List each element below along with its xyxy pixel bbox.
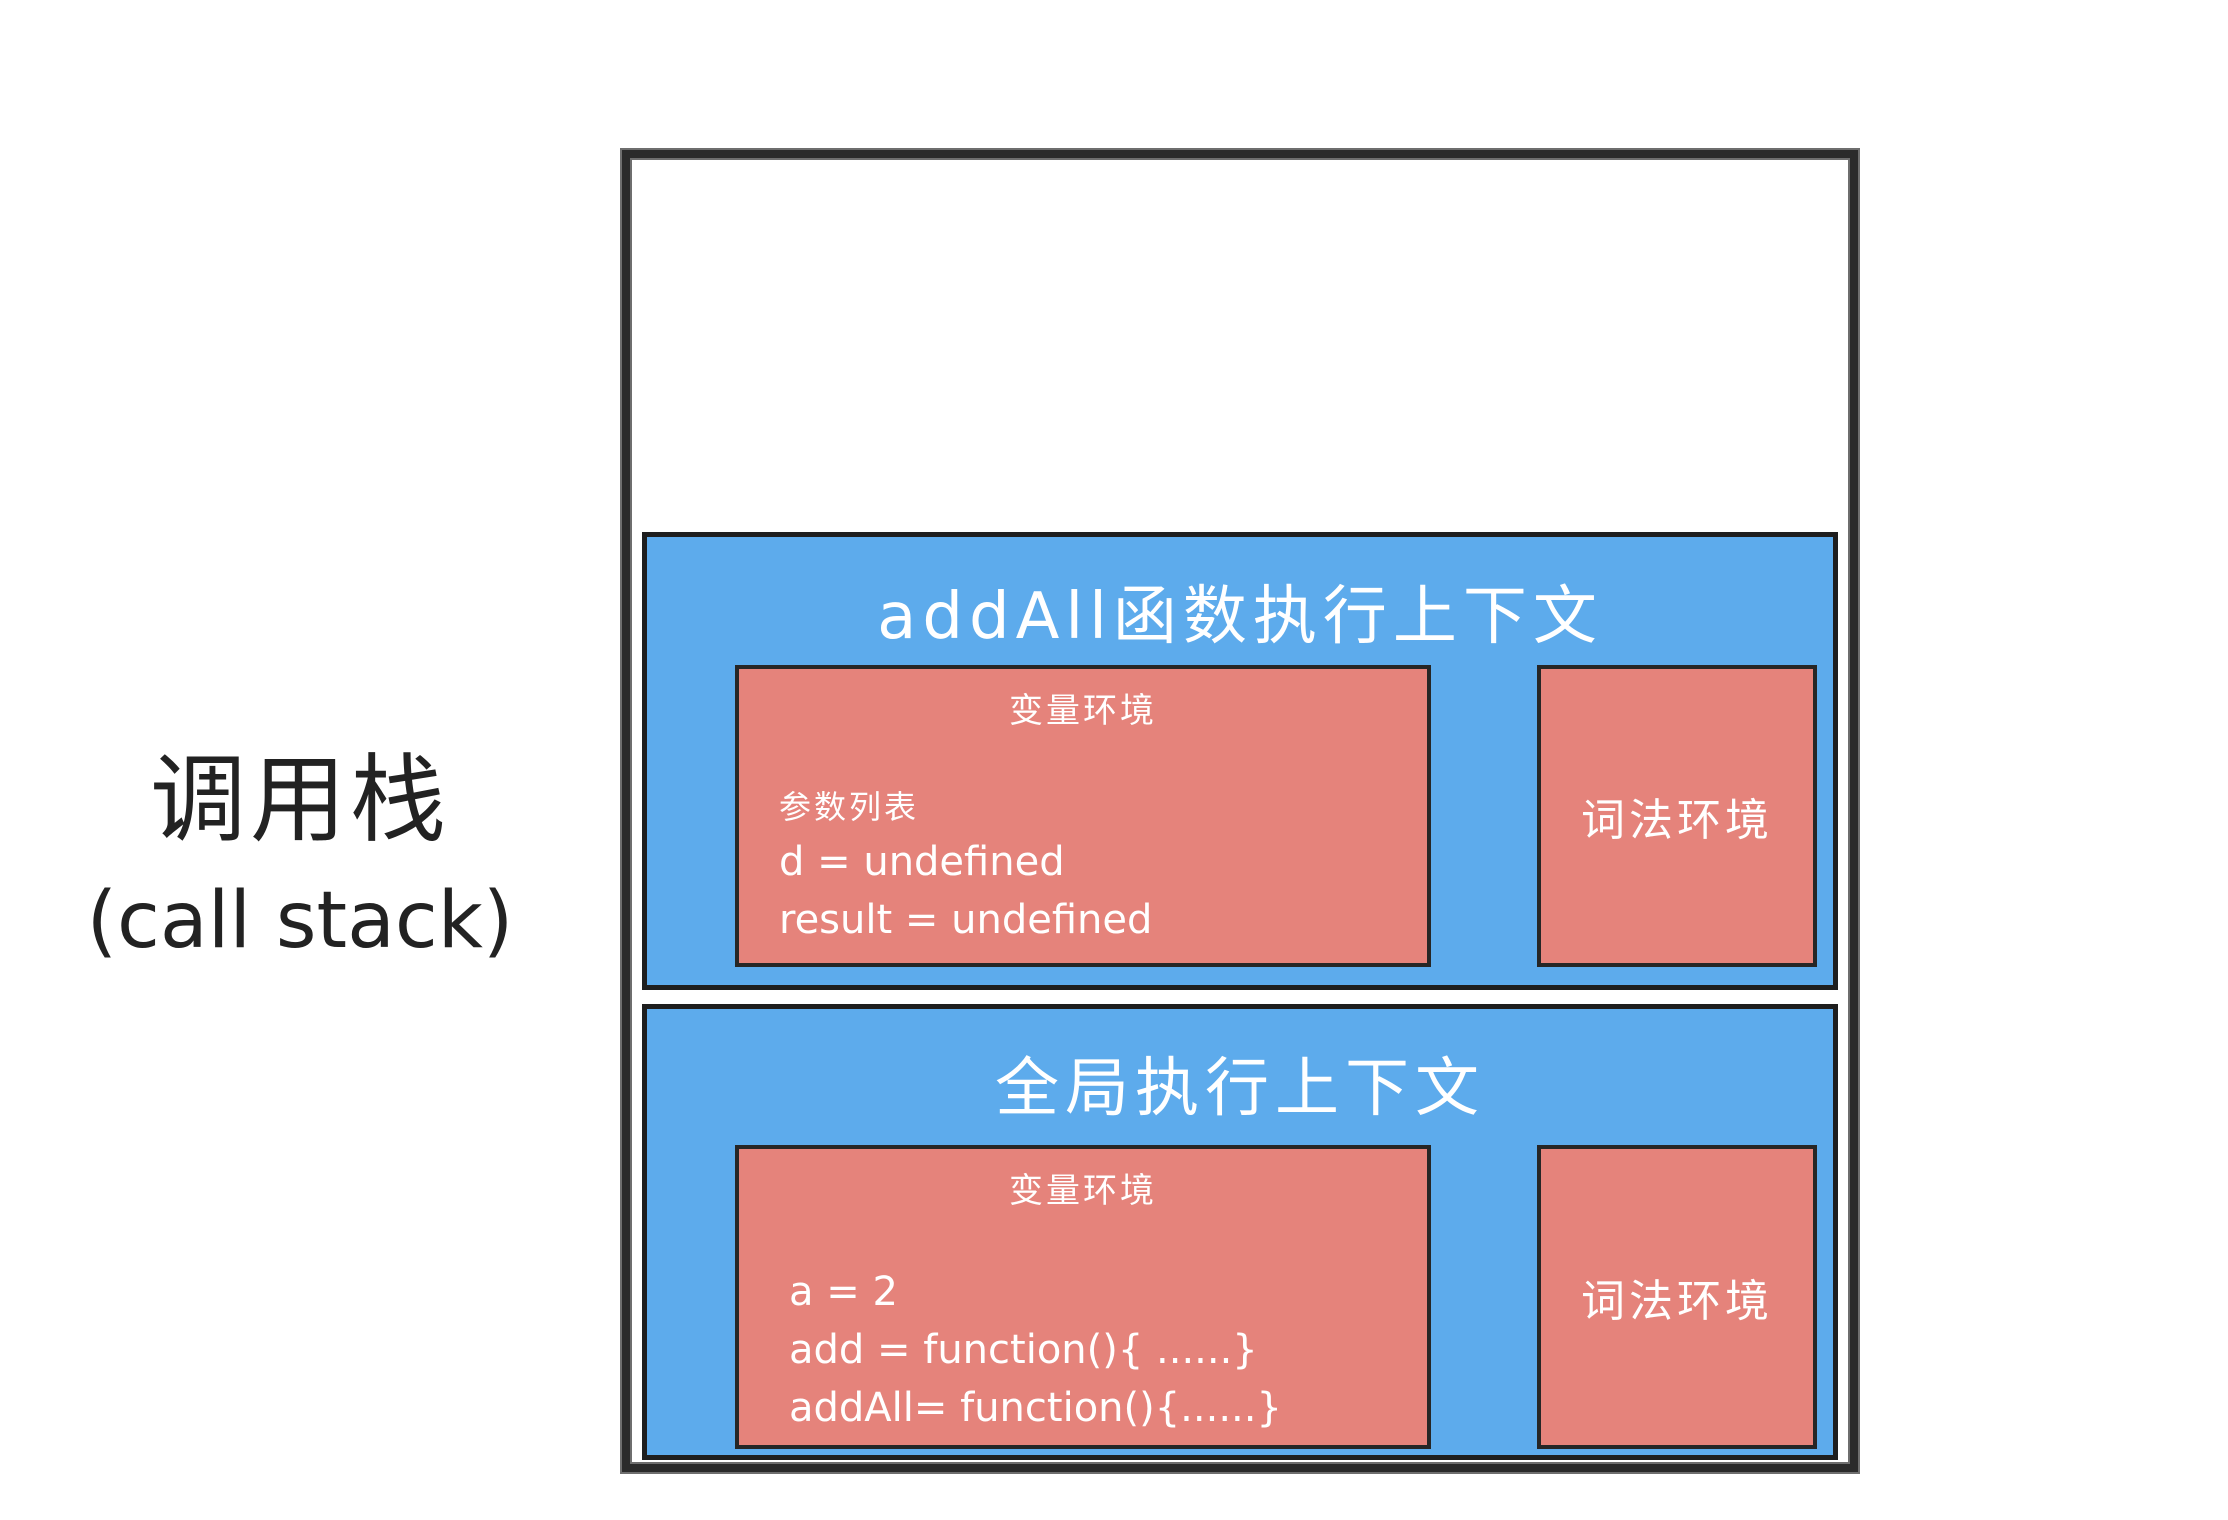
lexical-environment: 词法环境 (1537, 665, 1817, 967)
variable-line: add = function(){ ......} (789, 1327, 1258, 1373)
context-title: addAll函数执行上下文 (877, 580, 1603, 654)
variable-line: result = undefined (779, 897, 1153, 943)
lexical-environment-title: 词法环境 (1581, 795, 1773, 846)
call-stack-label-en: (call stack) (86, 876, 514, 966)
variable-environment-title: 变量环境 (1009, 1171, 1157, 1211)
variable-environment: 变量环境 参数列表 d = undefined result = undefin… (735, 665, 1431, 967)
variable-environment-contents: 参数列表 d = undefined result = undefined (779, 781, 1407, 949)
lexical-environment: 词法环境 (1537, 1145, 1817, 1449)
variable-environment-contents: a = 2 add = function(){ ......} addAll= … (789, 1263, 1407, 1437)
variable-line: addAll= function(){......} (789, 1385, 1282, 1431)
call-stack-label-zh: 调用栈 (150, 744, 450, 856)
lexical-environment-title: 词法环境 (1581, 1276, 1773, 1327)
parameter-list-label: 参数列表 (779, 788, 920, 826)
variable-line: a = 2 (789, 1269, 898, 1315)
variable-environment: 变量环境 a = 2 add = function(){ ......} add… (735, 1145, 1431, 1449)
addall-execution-context: addAll函数执行上下文 变量环境 参数列表 d = undefined re… (642, 532, 1838, 990)
variable-environment-title: 变量环境 (1009, 691, 1157, 731)
variable-line: d = undefined (779, 839, 1065, 885)
global-execution-context: 全局执行上下文 变量环境 a = 2 add = function(){ ...… (642, 1004, 1838, 1460)
context-title: 全局执行上下文 (995, 1052, 1485, 1126)
call-stack-label: 调用栈 (call stack) (40, 740, 560, 976)
